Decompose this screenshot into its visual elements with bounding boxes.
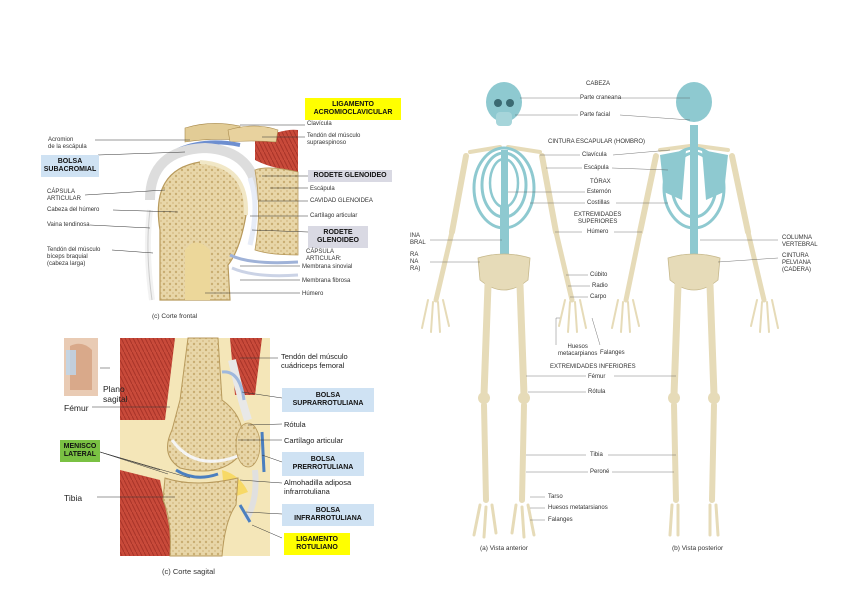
label-cartilago-articular: Cartílago articular bbox=[310, 213, 358, 219]
label-extremidades-superiores: EXTREMIDADES SUPERIORES bbox=[574, 212, 622, 225]
label-cabeza: CABEZA bbox=[586, 81, 611, 87]
label-cintura-escapular: CINTURA ESCAPULAR (HOMBRO) bbox=[548, 139, 646, 145]
label-humero: Húmero bbox=[302, 291, 324, 297]
label-huesos-metacarpianos: Huesos metacarpianos bbox=[558, 344, 598, 357]
box-menisco-lateral: MENISCO LATERAL bbox=[60, 440, 100, 462]
caption-vista-anterior: (a) Vista anterior bbox=[480, 545, 528, 552]
box-ligamento-acromioclavicular: LIGAMENTO ACROMIOCLAVICULAR bbox=[305, 98, 401, 120]
label-rotula: Rótula bbox=[284, 420, 306, 429]
caption-corte-frontal: (c) Corte frontal bbox=[152, 313, 198, 320]
box-bolsa-subacromial: BOLSA SUBACROMIAL bbox=[41, 155, 99, 177]
label-carpo: Carpo bbox=[590, 294, 607, 300]
label-extremidades-inferiores: EXTREMIDADES INFERIORES bbox=[550, 364, 636, 370]
label-humero-sk: Húmero bbox=[587, 229, 609, 235]
label-perone: Peroné bbox=[590, 469, 610, 475]
box-bolsa-suprarrotuliana: BOLSA SUPRARROTULIANA bbox=[282, 388, 374, 412]
label-vaina-tendinosa: Vaina tendinosa bbox=[47, 222, 90, 228]
caption-vista-posterior: (b) Vista posterior bbox=[672, 545, 724, 552]
label-capsula-articular-2: CÁPSULA ARTICULAR: bbox=[306, 249, 342, 262]
box-bolsa-prerrotuliana: BOLSA PRERROTULIANA bbox=[282, 452, 364, 476]
label-columna-left: INA BRAL bbox=[410, 233, 426, 246]
label-cavidad-glenoidea: CAVIDAD GLENOIDEA bbox=[310, 198, 373, 204]
label-escapula-sk: Escápula bbox=[584, 165, 609, 171]
label-radio: Radio bbox=[592, 283, 608, 289]
posterior-skeleton bbox=[611, 82, 779, 537]
label-falanges: Falanges bbox=[600, 350, 625, 356]
label-columna-vertebral: COLUMNA VERTEBRAL bbox=[782, 235, 818, 248]
skeleton-illustration bbox=[421, 82, 779, 539]
label-parte-facial: Parte facial bbox=[580, 112, 611, 118]
label-capsula-articular: CÁPSULA ARTICULAR bbox=[47, 189, 81, 202]
label-plano-sagital: Plano sagital bbox=[103, 384, 128, 404]
label-clavicula: Clavícula bbox=[307, 121, 332, 127]
box-rodete-glenoideo-2: RODETE GLENOIDEO bbox=[308, 226, 368, 248]
label-cartilago-articular-knee: Cartílago articular bbox=[284, 436, 344, 445]
caption-corte-sagital: (c) Corte sagital bbox=[162, 567, 215, 576]
label-tibia-sk: Tibia bbox=[590, 452, 603, 458]
label-acromion: Acromion de la escápula bbox=[48, 137, 87, 150]
label-escapula: Escápula bbox=[310, 186, 335, 192]
label-falanges-pie: Falanges bbox=[548, 517, 573, 523]
label-rotula-sk: Rótula bbox=[588, 389, 606, 395]
label-tarso: Tarso bbox=[548, 494, 563, 500]
label-cubito: Cúbito bbox=[590, 272, 608, 278]
label-cabeza-humero: Cabeza del húmero bbox=[47, 207, 100, 213]
label-parte-craneana: Parte craneana bbox=[580, 95, 622, 101]
label-esternon: Esternón bbox=[587, 189, 612, 195]
box-bolsa-infrarrotuliana: BOLSA INFRARROTULIANA bbox=[282, 504, 374, 526]
label-tendon-cuadriceps: Tendón del músculo cuádriceps femoral bbox=[281, 352, 348, 370]
shoulder-illustration bbox=[84, 123, 309, 301]
label-costillas: Costillas bbox=[587, 200, 610, 206]
label-tendon-biceps: Tendón del músculo bíceps braquial (cabe… bbox=[47, 247, 101, 267]
label-membrana-sinovial: Membrana sinovial bbox=[302, 264, 353, 270]
anterior-skeleton bbox=[421, 82, 587, 539]
label-clavicula-sk: Clavícula bbox=[582, 152, 607, 158]
label-tendon-supraespinoso: Tendón del músculo supraespinoso bbox=[307, 133, 361, 146]
label-membrana-fibrosa: Membrana fibrosa bbox=[302, 278, 351, 284]
label-huesos-metatarsianos: Huesos metatarsianos bbox=[548, 505, 608, 511]
box-ligamento-rotuliano: LIGAMENTO ROTULIANO bbox=[284, 533, 350, 555]
box-rodete-glenoideo: RODETE GLENOIDEO bbox=[308, 170, 392, 182]
label-cintura-pelvica: CINTURA PELVIANA (CADERA) bbox=[782, 253, 812, 273]
label-tibia: Tibia bbox=[64, 493, 83, 503]
label-almohadilla-adiposa: Almohadilla adiposa infrarrotuliana bbox=[284, 478, 352, 496]
knee-illustration bbox=[64, 337, 283, 557]
label-femur: Fémur bbox=[64, 403, 89, 413]
label-femur-sk: Fémur bbox=[588, 374, 606, 380]
label-torax: TÓRAX bbox=[590, 179, 611, 185]
label-cintura-left: RA NA RA) bbox=[410, 252, 421, 272]
